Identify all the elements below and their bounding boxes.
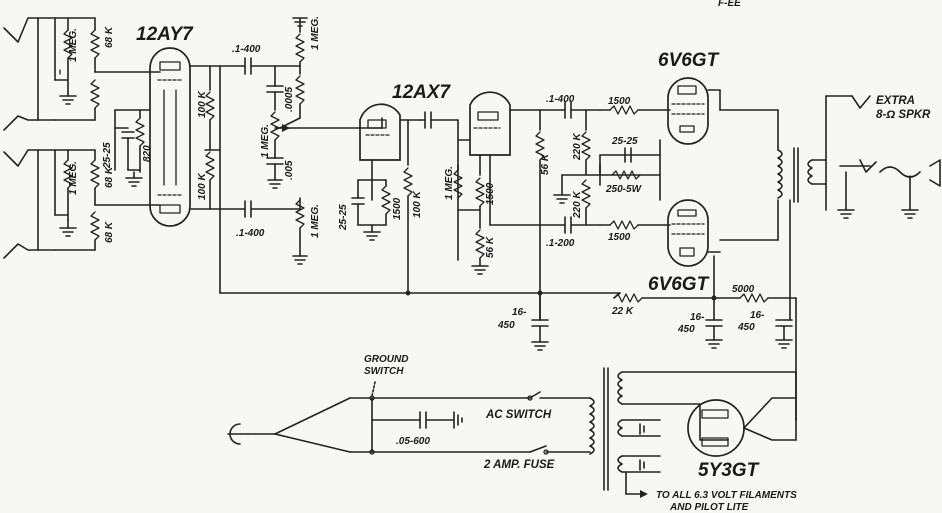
pi-cap-top-label: .1-400 <box>546 94 575 105</box>
screen-res-1-label: 1500 <box>608 96 631 107</box>
fuse-label: 2 AMP. FUSE <box>483 459 555 471</box>
pi-cap-bot-label: .1-200 <box>546 238 575 249</box>
tube-6v6gt-lower-label: 6V6GT <box>648 274 710 295</box>
volume-pots <box>279 17 308 265</box>
v1-plate-res-2: 100 K <box>197 173 208 200</box>
filt-cap-3-b: 450 <box>737 322 755 333</box>
v2-network <box>351 111 541 294</box>
line-cap-label: .05-600 <box>396 436 430 447</box>
out-cath-res-label: 250-5W <box>605 184 643 195</box>
v1-cath-cap-label: 25-25 <box>102 142 113 169</box>
input-res-68k-c: 68 K <box>104 221 115 243</box>
tube-12ax7-left <box>359 103 421 161</box>
filt-cap-3-a: 16- <box>750 310 765 321</box>
ground-switch-label-2: SWITCH <box>364 366 404 377</box>
filaments-label-1: TO ALL 6.3 VOLT FILAMENTS <box>656 490 797 501</box>
filt-cap-1-b: 450 <box>497 320 515 331</box>
input-res-1meg-b: 1 MEG. <box>68 161 79 195</box>
v1-plate-network <box>204 57 301 294</box>
ac-switch-label: AC SWITCH <box>485 409 552 421</box>
v2-cath-cap-label: 25-25 <box>338 204 349 231</box>
coupling-cap-bot-label: .1-400 <box>236 228 265 239</box>
power-transformer <box>589 367 797 498</box>
v2-grid-res-label: 1 MEG. <box>444 166 455 200</box>
tube-5y3gt-label: 5Y3GT <box>698 460 760 481</box>
tube-6v6gt-lower <box>667 199 721 267</box>
input-res-1meg-a: 1 MEG. <box>68 28 79 62</box>
output-transformer <box>719 95 941 241</box>
input-res-68k-a: 68 K <box>104 26 115 48</box>
filter-res-5000-label: 5000 <box>732 284 755 295</box>
grid-res-1-label: 220 K <box>572 133 583 161</box>
filaments-label-2: AND PILOT LITE <box>669 502 749 513</box>
input-res-68k-b: 68 K <box>104 166 115 188</box>
filter-res-22k-label: 22 K <box>611 306 634 317</box>
v1-cath-res-label: 820 <box>142 145 153 162</box>
ground-switch-label-1: GROUND <box>364 354 408 365</box>
tone-network <box>266 65 383 189</box>
v1-cathode-network <box>114 109 151 187</box>
v2-56k-label: 56 K <box>485 236 496 258</box>
tone-pot-label: 1 MEG. <box>260 124 271 158</box>
grid-res-2-label: 220 K <box>572 191 583 219</box>
tube-12ax7-right <box>457 91 541 156</box>
tube-6v6gt-upper <box>667 77 721 145</box>
v2-plate-res-label: 100 K <box>412 191 423 218</box>
v2-cath-res-label: 1500 <box>392 197 403 220</box>
tube-12ax7-label: 12AX7 <box>392 82 452 103</box>
filt-cap-2-a: 16- <box>690 312 705 323</box>
tube-12ay7 <box>149 47 211 227</box>
vol-pot-1-label: 1 MEG. <box>310 16 321 50</box>
tube-12ay7-label: 12AY7 <box>136 24 194 45</box>
coupling-cap-top-label: .1-400 <box>232 44 261 55</box>
pi-network <box>535 101 671 321</box>
input-jacks <box>3 17 56 259</box>
tube-5y3gt <box>687 371 797 457</box>
header-fragment: F-EE <box>718 0 741 9</box>
out-cath-cap-label: 25-25 <box>611 136 638 147</box>
filt-cap-1-a: 16- <box>512 307 527 318</box>
vol-pot-2-label: 1 MEG. <box>310 204 321 238</box>
input-resistors <box>54 17 161 251</box>
pi-56k-label: 56 K <box>540 153 551 175</box>
v2-1500-label: 1500 <box>485 182 496 205</box>
v1-plate-res-1: 100 K <box>197 91 208 118</box>
screen-res-2-label: 1500 <box>608 232 631 243</box>
power-line <box>227 381 591 455</box>
tone-cap-b-label: .005 <box>284 160 295 180</box>
tube-6v6gt-upper-label: 6V6GT <box>658 50 720 71</box>
tone-cap-a-label: .0005 <box>284 87 295 112</box>
extra-speaker-label-2: 8-Ω SPKR <box>876 109 931 121</box>
b-plus-rail <box>219 199 797 421</box>
filt-cap-2-b: 450 <box>677 324 695 335</box>
extra-speaker-label-1: EXTRA <box>876 95 915 107</box>
